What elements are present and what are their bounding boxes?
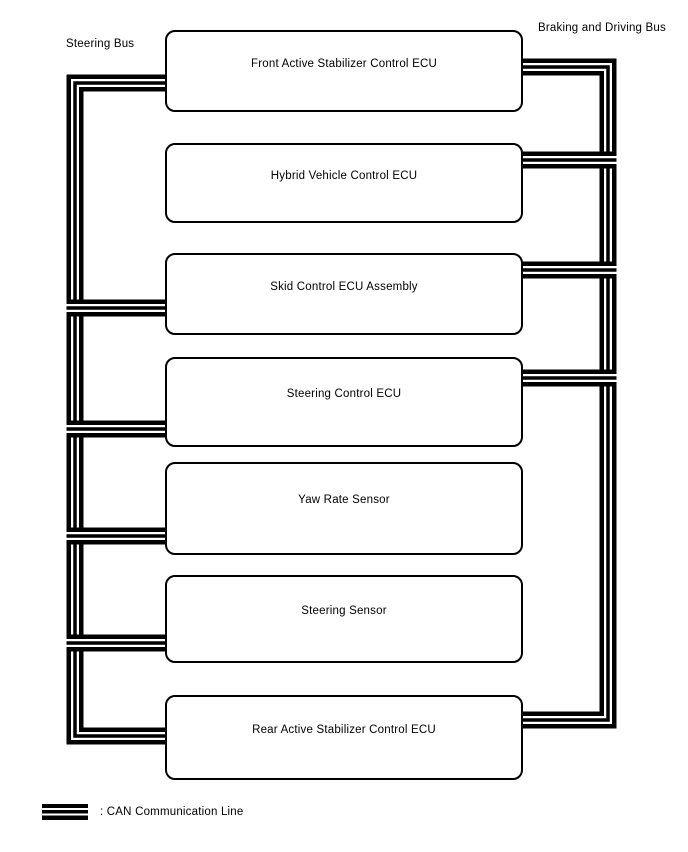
ecu-node-yaw-rate-sensor: Yaw Rate Sensor — [165, 462, 523, 555]
legend-text: : CAN Communication Line — [100, 805, 244, 818]
ecu-node-label: Hybrid Vehicle Control ECU — [270, 170, 418, 183]
ecu-node-steering-control: Steering Control ECU — [165, 357, 523, 447]
ecu-node-label: Skid Control ECU Assembly — [270, 280, 418, 293]
ecu-node-rear-active-stabilizer: Rear Active Stabilizer Control ECU — [165, 695, 523, 780]
ecu-node-hybrid-vehicle-control: Hybrid Vehicle Control ECU — [165, 143, 523, 223]
ecu-node-label: Steering Sensor — [301, 605, 387, 618]
ecu-node-label: Rear Active Stabilizer Control ECU — [252, 724, 436, 737]
ecu-node-steering-sensor: Steering Sensor — [165, 575, 523, 663]
ecu-node-label: Front Active Stabilizer Control ECU — [251, 57, 437, 70]
braking-driving-bus-label: Braking and Driving Bus — [538, 22, 666, 34]
ecu-node-label: Yaw Rate Sensor — [298, 494, 390, 507]
ecu-node-label: Steering Control ECU — [286, 388, 402, 401]
ecu-node-skid-control-assembly: Skid Control ECU Assembly — [165, 253, 523, 335]
can-line-symbol-icon — [42, 804, 88, 820]
steering-bus-label: Steering Bus — [66, 38, 135, 50]
ecu-node-front-active-stabilizer: Front Active Stabilizer Control ECU — [165, 30, 523, 112]
legend: : CAN Communication Line — [42, 803, 244, 820]
